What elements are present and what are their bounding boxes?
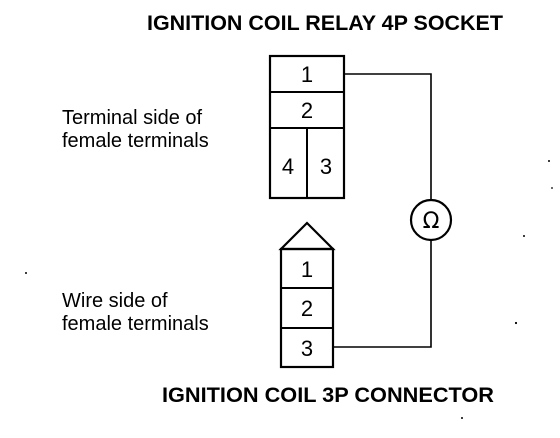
coil-terminal-3: 3 — [301, 336, 313, 361]
coil-terminal-2: 2 — [301, 296, 313, 321]
relay-terminal-2: 2 — [301, 98, 313, 123]
relay-side-label-line1: Terminal side of — [62, 107, 203, 129]
connector-side-label-line2: female terminals — [62, 313, 209, 335]
ohm-symbol: Ω — [423, 209, 440, 234]
coil-connector-outline — [279, 247, 335, 369]
connector-locking-tab — [278, 221, 336, 251]
relay-socket-title: IGNITION COIL RELAY 4P SOCKET — [147, 12, 503, 35]
ohmmeter-body — [409, 198, 453, 242]
scan-specks — [25, 160, 553, 419]
relay-terminal-4: 4 — [282, 154, 294, 179]
relay-side-label-line2: female terminals — [62, 130, 209, 152]
relay-terminal-1: 1 — [301, 62, 313, 87]
test-lead-to-coil-terminal-3 — [333, 240, 432, 348]
coil-3p-connector: 1 2 3 — [278, 221, 336, 369]
coil-connector-title: IGNITION COIL 3P CONNECTOR — [162, 384, 494, 407]
ohmmeter-icon: Ω — [409, 198, 453, 242]
relay-terminal-3: 3 — [320, 154, 332, 179]
coil-terminal-1: 1 — [301, 257, 313, 282]
relay-4p-socket: 1 2 4 3 — [268, 54, 346, 200]
test-lead-to-relay-terminal-1 — [344, 73, 432, 200]
connector-side-label-line1: Wire side of — [62, 290, 168, 312]
